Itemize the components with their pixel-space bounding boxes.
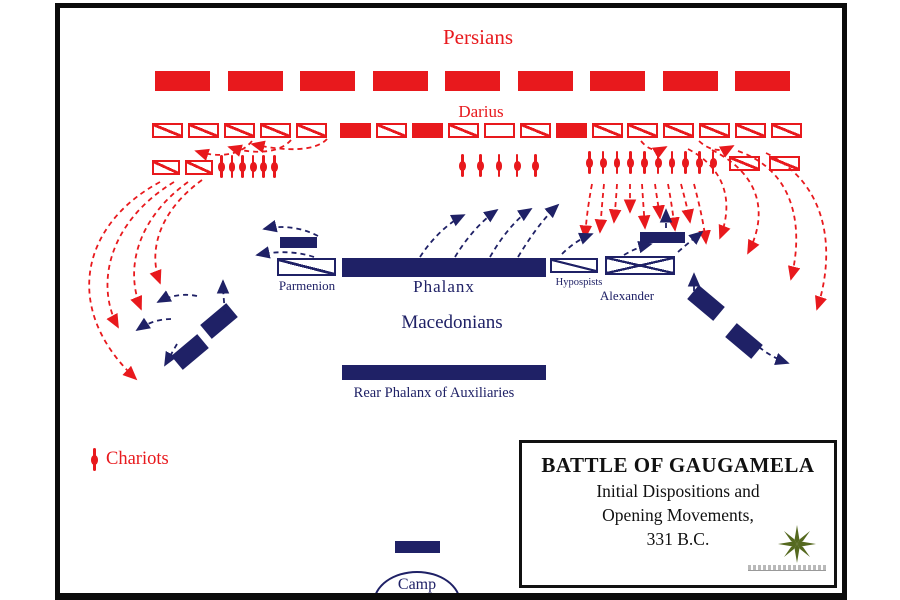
chariot-icon xyxy=(270,155,279,178)
unit-box-fsolid xyxy=(171,334,209,370)
chariot-icon xyxy=(238,155,247,178)
macedonian-phalanx-advance-arrows xyxy=(419,203,560,258)
parmenion-label: Parmenion xyxy=(278,278,336,293)
chariot-icon xyxy=(613,151,622,174)
unit-box-fsolid xyxy=(200,303,238,339)
chariot-icon xyxy=(640,151,649,174)
unit-box-solid xyxy=(735,71,790,91)
rear-phalanx-label: Rear Phalanx of Auxiliaries xyxy=(353,385,515,401)
unit-box-hatched xyxy=(376,123,408,138)
unit-box-fhatch xyxy=(711,260,747,294)
unit-box-solid xyxy=(555,123,587,138)
map-subtitle-2: Opening Movements, xyxy=(602,505,754,525)
alexander-label: Alexander xyxy=(599,288,655,303)
camp-bar xyxy=(395,541,440,553)
unit-box-fhatch xyxy=(750,295,786,329)
map-title: BATTLE OF GAUGAMELA xyxy=(541,453,815,477)
camp-ellipse: Camp xyxy=(373,571,461,600)
chariot-icon xyxy=(513,154,522,177)
hypospists-label: Hypospists xyxy=(555,277,603,288)
chariots-legend-label: Chariots xyxy=(106,449,169,469)
cavalry-bar-left xyxy=(280,237,317,248)
unit-box-hatched xyxy=(735,123,766,138)
macedonians-label: Macedonians xyxy=(401,312,503,333)
unit-box-solid xyxy=(372,71,428,91)
phalanx-label: Phalanx xyxy=(413,277,475,296)
unit-box-hatched xyxy=(627,123,659,138)
persian-right-reserve xyxy=(729,156,800,171)
chariot-icon xyxy=(668,151,677,174)
rear-phalanx-bar xyxy=(342,365,546,380)
unit-box-hatched xyxy=(699,123,731,138)
persian-front-line xyxy=(155,71,790,91)
unit-box-solid xyxy=(300,71,355,91)
chariot-icon xyxy=(531,154,540,177)
unit-box-solid xyxy=(412,123,444,138)
map-date: 331 B.C. xyxy=(646,529,710,549)
chariot-icon xyxy=(709,151,718,174)
unit-box-hatched xyxy=(448,123,479,138)
chariot-icon xyxy=(599,151,608,174)
unit-box-hatched xyxy=(729,156,760,171)
map-subtitle-1: Initial Dispositions and xyxy=(596,481,760,501)
chariot-icon xyxy=(681,151,690,174)
unit-box-hatched xyxy=(187,123,219,138)
unit-box-solid xyxy=(590,71,645,91)
chariot-icon xyxy=(259,155,268,178)
unit-box-solid xyxy=(445,71,500,91)
chariot-icon xyxy=(626,151,635,174)
persians-label: Persians xyxy=(443,25,513,49)
phalanx-bar xyxy=(342,258,546,277)
chariot-group-right xyxy=(585,151,718,174)
watermark-scribble xyxy=(748,565,826,571)
chariot-group-left xyxy=(217,155,279,178)
compass-star-icon xyxy=(778,525,816,563)
chariot-icon xyxy=(476,154,485,177)
chariot-icon xyxy=(90,448,99,471)
unit-box-hatched xyxy=(223,123,255,138)
persian-left-reserve xyxy=(152,160,213,175)
chariot-icon xyxy=(458,154,467,177)
unit-box-solid xyxy=(517,71,573,91)
unit-box-hatched xyxy=(591,123,623,138)
unit-box-hatched xyxy=(152,160,180,175)
chariot-group-center xyxy=(458,154,540,177)
unit-box-solid xyxy=(662,71,718,91)
chariots-legend: Chariots xyxy=(90,448,169,471)
unit-box-fhatch xyxy=(153,306,189,340)
unit-box-hatched xyxy=(663,123,695,138)
unit-box-hatched xyxy=(769,156,800,171)
map-title-box: BATTLE OF GAUGAMELA Initial Dispositions… xyxy=(519,440,837,588)
unit-box-hatched xyxy=(259,123,291,138)
hypospists-unit-box xyxy=(550,258,598,273)
unit-box-empty xyxy=(483,123,515,138)
chariot-icon xyxy=(585,151,594,174)
unit-box-hatched xyxy=(519,123,551,138)
chariot-icon xyxy=(249,155,258,178)
unit-box-hatched xyxy=(152,123,183,138)
chariot-icon xyxy=(217,155,226,178)
chariot-icon xyxy=(654,151,663,174)
unit-box-fsolid xyxy=(687,285,725,321)
darius-label: Darius xyxy=(458,102,504,121)
unit-box-hatched xyxy=(185,160,213,175)
unit-box-solid xyxy=(340,123,372,138)
chariot-icon xyxy=(228,155,237,178)
chariot-icon xyxy=(495,154,504,177)
unit-box-fsolid xyxy=(725,323,763,359)
cavalry-bar-right xyxy=(640,232,685,243)
parmenion-unit-box xyxy=(277,258,336,276)
unit-box-solid xyxy=(227,71,283,91)
darius-line xyxy=(152,123,802,138)
alexander-unit-box xyxy=(605,256,675,275)
unit-box-solid xyxy=(155,71,210,91)
unit-box-hatched xyxy=(770,123,802,138)
unit-box-hatched xyxy=(295,123,327,138)
camp-label: Camp xyxy=(397,576,437,593)
chariot-icon xyxy=(695,151,704,174)
